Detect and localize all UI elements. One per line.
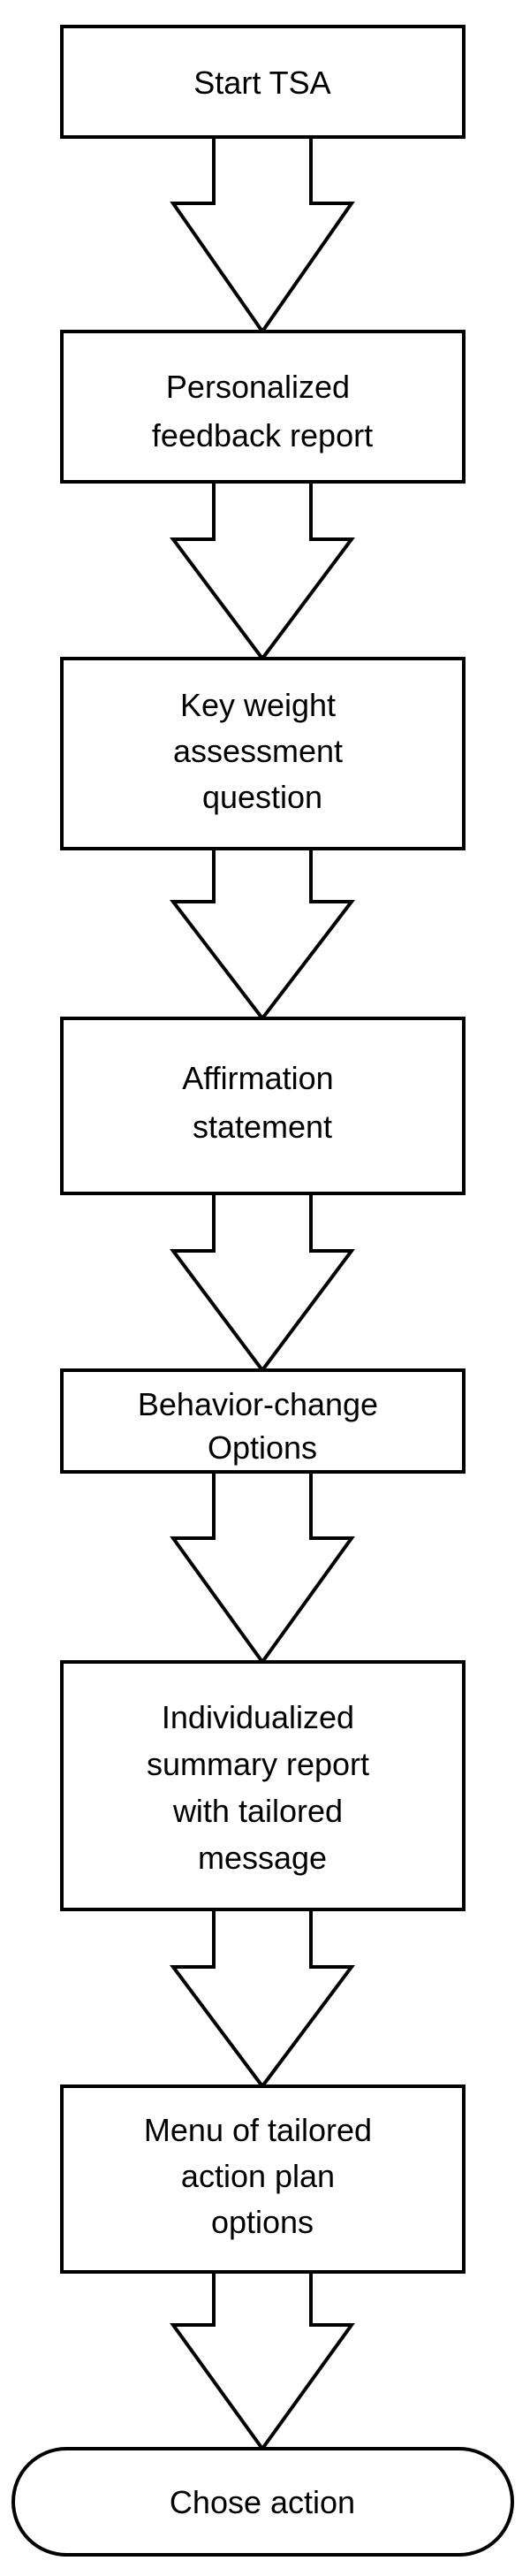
node-key-weight-assessment-question: Key weight assessment question [60, 657, 466, 850]
node-box [60, 330, 466, 484]
svg-text:Start TSA: Start TSA [193, 65, 330, 101]
arrow-weight-to-affirmation [169, 847, 356, 1022]
node-box [60, 1368, 466, 1474]
node-label-line: with tailored [172, 1793, 343, 1829]
node-label-line: assessment [173, 733, 343, 769]
terminal-box [11, 2447, 514, 2557]
arrow-behavior-to-summary [170, 1470, 355, 1665]
node-label-line: Personalized [166, 369, 350, 405]
node-chose-action: Chose action [11, 2447, 514, 2557]
svg-text:Personalized feedback: Personalized feedback report [152, 369, 373, 453]
node-label-line: summary report [147, 1746, 369, 1782]
node-label-line: question [202, 779, 322, 815]
node-box [60, 2084, 466, 2274]
node-box [60, 1660, 466, 1911]
svg-text:Key weight assessment: Key weight assessment question [173, 687, 352, 815]
arrow-feedback-to-weight [170, 480, 355, 662]
node-personalized-feedback-report: Personalized feedback report [60, 330, 466, 484]
nodes: Start TSA Personalized feedback report K… [11, 25, 514, 2557]
svg-text:Affirmation statement: Affirmation statement [182, 1060, 342, 1145]
node-label-line: message [198, 1840, 327, 1876]
node-box [60, 657, 466, 850]
connectors [169, 135, 356, 2452]
node-menu-of-tailored-action-plan-options: Menu of tailored action plan options [60, 2084, 466, 2274]
arrow-start-to-feedback [170, 135, 355, 335]
node-box [60, 25, 466, 139]
arrow-affirmation-to-behavior [170, 1192, 355, 1374]
node-behavior-change-options: Behavior-change Options [60, 1368, 466, 1474]
svg-text:Individualized summary: Individualized summary report with tailo… [147, 1699, 378, 1876]
node-label-line: options [211, 2204, 314, 2240]
arrow-menu-to-action [170, 2270, 355, 2452]
node-box [60, 1017, 466, 1195]
svg-text:Behavior-change Option: Behavior-change Options [138, 1386, 387, 1466]
node-affirmation-statement: Affirmation statement [60, 1017, 466, 1195]
node-label-line: statement [193, 1109, 332, 1145]
node-label-line: action plan [181, 2158, 335, 2194]
node-label-line: Start TSA [193, 65, 330, 101]
node-label-line: Individualized [162, 1699, 354, 1735]
node-label-line: feedback report [152, 417, 373, 453]
node-start-tsa: Start TSA [60, 25, 466, 139]
svg-text:Chose action: Chose action [170, 2484, 355, 2520]
svg-text:Menu of tailored actio: Menu of tailored action plan options [144, 2112, 381, 2240]
node-label-line: Affirmation [182, 1060, 333, 1096]
node-label-line: Options [208, 1429, 317, 1466]
node-individualized-summary-report: Individualized summary report with tailo… [60, 1660, 466, 1911]
node-label-line: Key weight [180, 687, 336, 723]
node-label-line: Chose action [170, 2484, 355, 2520]
arrow-summary-to-menu [170, 1908, 355, 2090]
node-label-line: Behavior-change [138, 1386, 378, 1422]
node-label-line: Menu of tailored [144, 2112, 372, 2148]
